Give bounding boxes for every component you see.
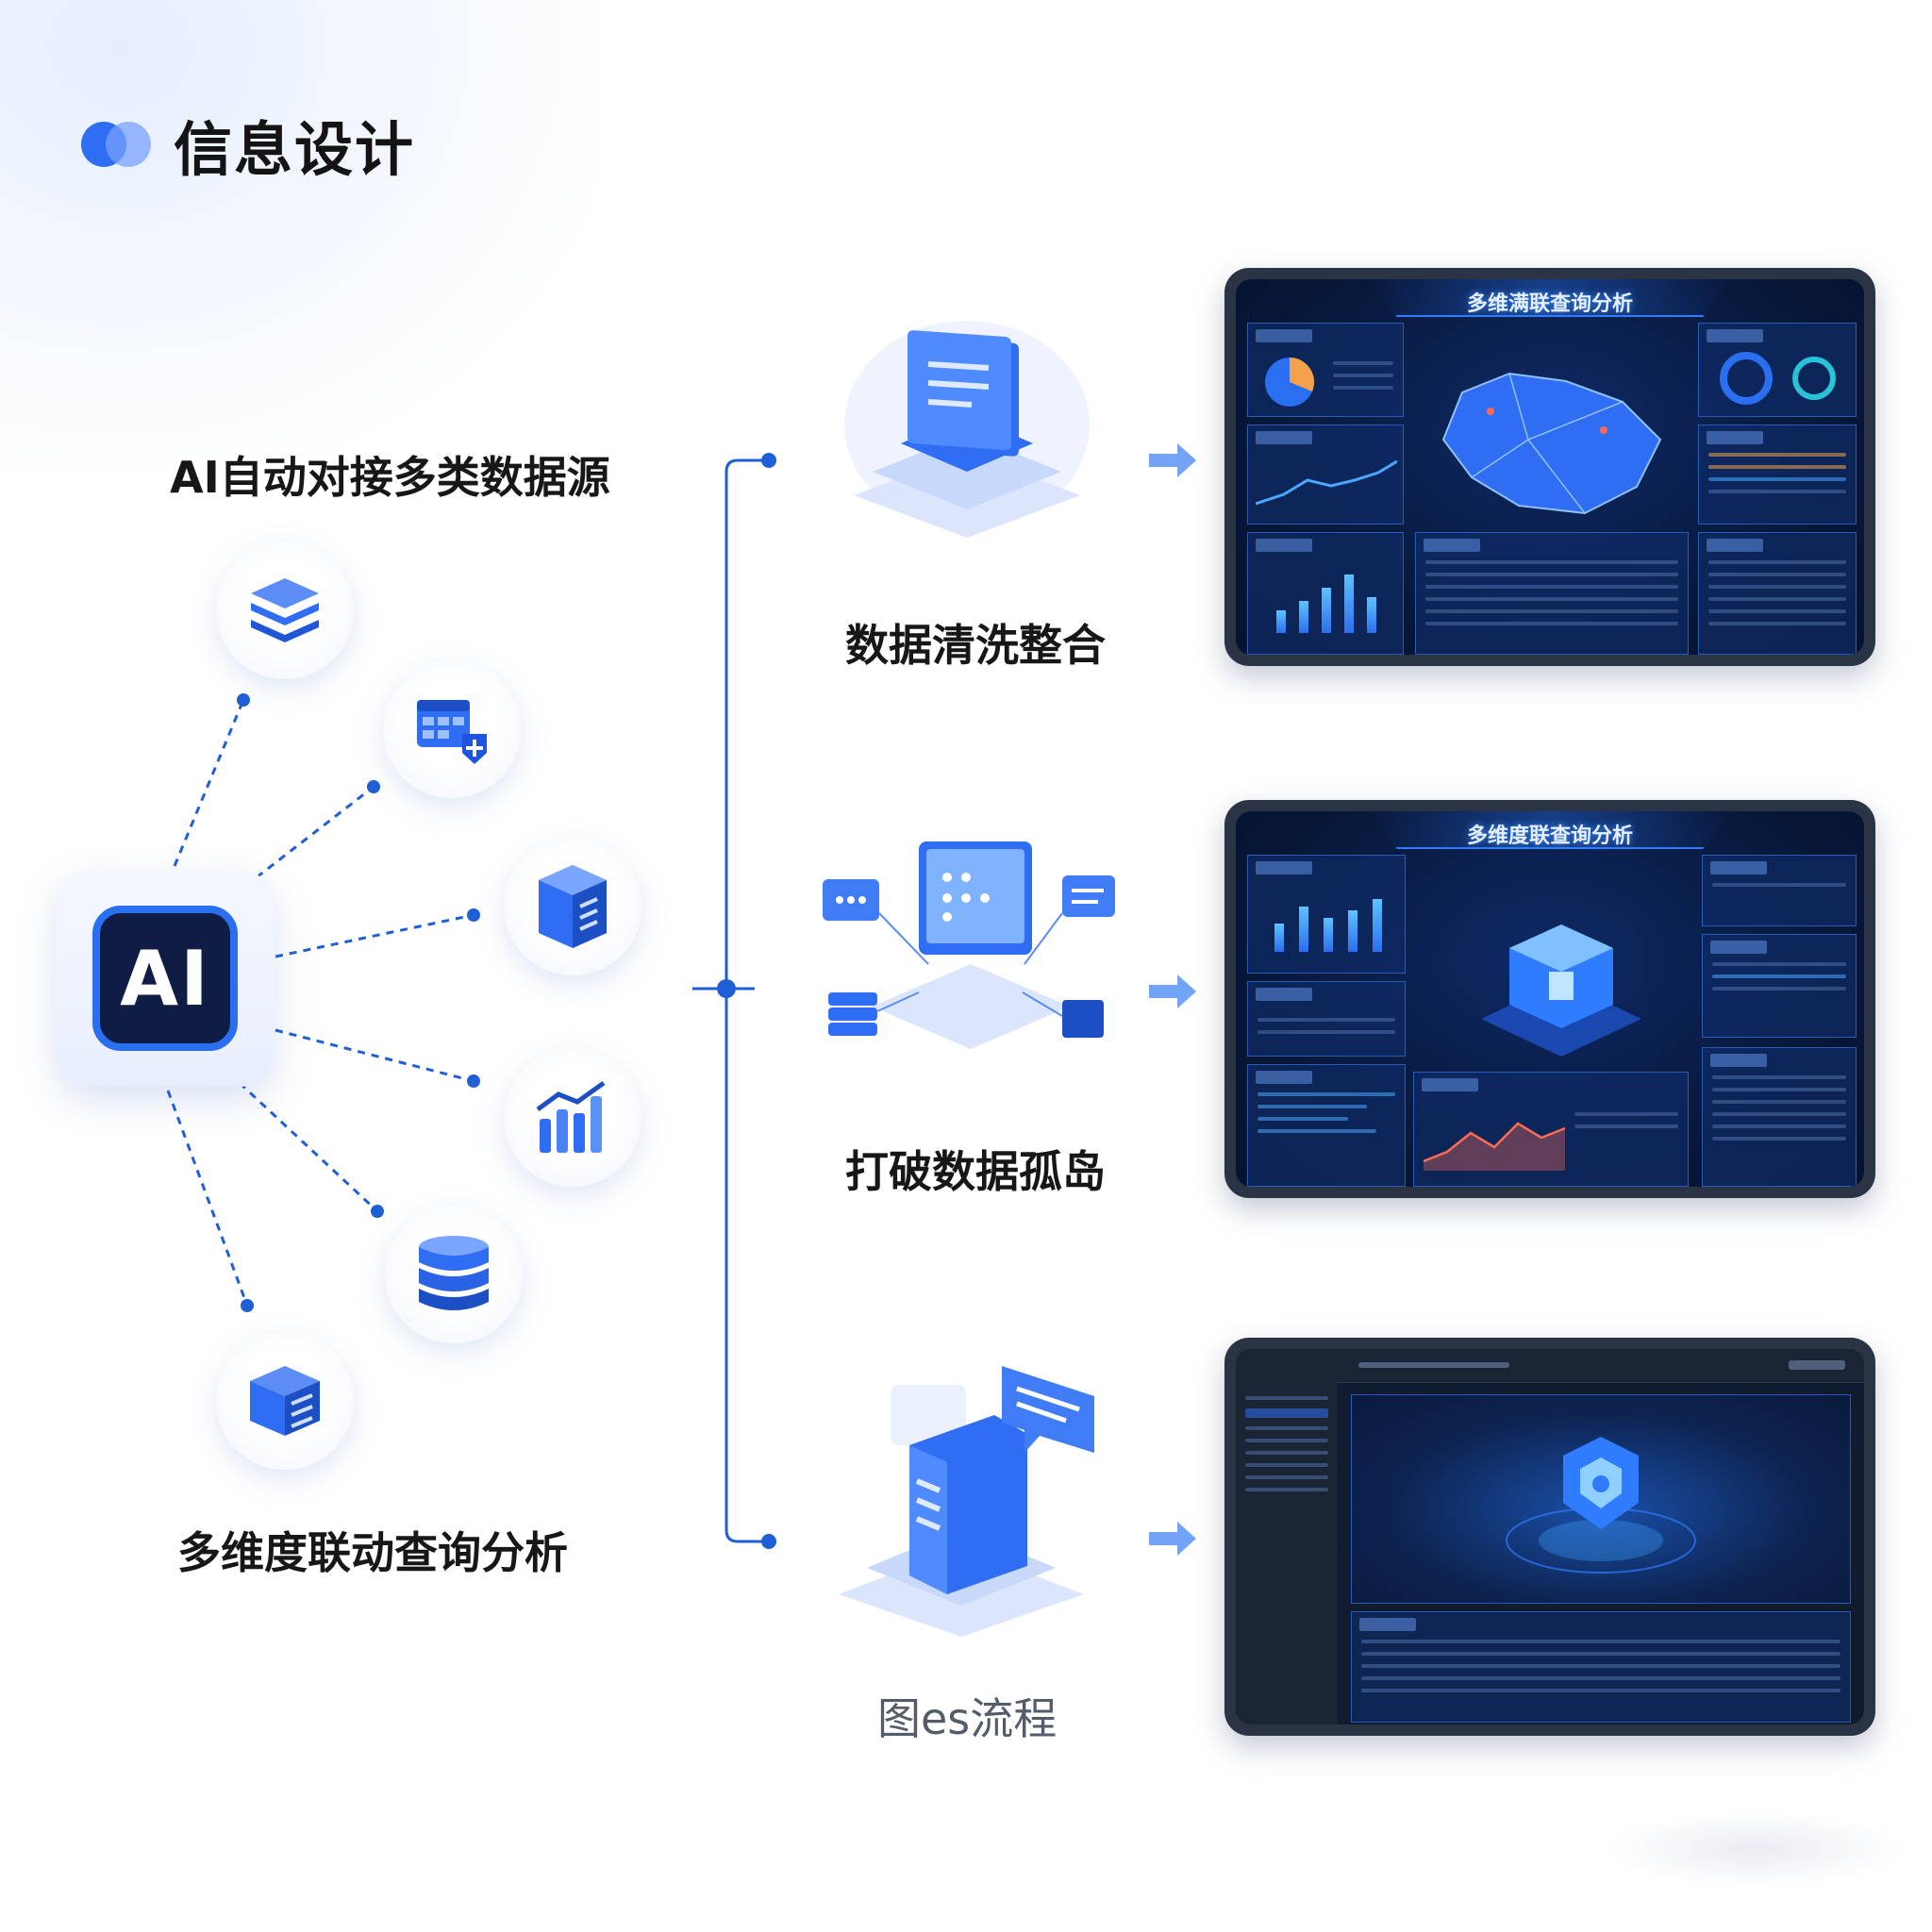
line-panel [1247, 425, 1404, 525]
stat-panel [1247, 981, 1406, 1057]
step-label-2: 打破数据孤岛 [845, 1146, 1106, 1197]
pie-panel [1247, 323, 1404, 417]
database-cylinder-icon [385, 1206, 523, 1343]
iso-core-graphic [1481, 924, 1641, 1057]
dashboard-1: 多维满联查询分析 [1224, 268, 1875, 666]
dashboard-1-title: 多维满联查询分析 [1466, 292, 1634, 316]
bar-panel-2 [1247, 855, 1406, 974]
bar-chart-trend-icon [504, 1049, 641, 1187]
title-circles-icon [81, 118, 153, 171]
database-stack-icon [216, 541, 354, 679]
alert-panel [1702, 855, 1857, 926]
server-rack-icon [216, 1332, 354, 1470]
page-title: 信息设计 [174, 115, 416, 184]
left-heading: AI自动对接多类数据源 [170, 452, 610, 503]
background-glow [0, 0, 604, 472]
left-footer: 多维度联动查询分析 [177, 1527, 568, 1578]
region-map [1441, 372, 1662, 515]
background-smudge [1604, 1811, 1906, 1887]
shield-core-icon [1506, 1437, 1696, 1574]
dashboard-2: 多维度联查询分析 [1224, 800, 1875, 1198]
list-panel-2 [1702, 1047, 1857, 1187]
ai-badge: AI [92, 906, 238, 1051]
ai-card: AI [57, 870, 274, 1087]
document-platform-icon [844, 321, 1090, 538]
table-panel [1415, 532, 1689, 655]
dashboard-3 [1224, 1338, 1875, 1736]
hbar-panel [1247, 1064, 1406, 1187]
progress-panel [1698, 425, 1857, 525]
area-panel [1413, 1072, 1689, 1187]
bar-panel [1247, 532, 1404, 655]
server-cube-icon [504, 838, 641, 975]
pie-chart-icon [1265, 358, 1314, 407]
gauge-panel [1698, 323, 1857, 417]
monitor-network-icon [823, 841, 1115, 1049]
hero-panel [1351, 1394, 1851, 1604]
list-panel [1698, 532, 1857, 655]
dashboard-2-title: 多维度联查询分析 [1466, 824, 1634, 848]
progress-panel-2 [1702, 934, 1857, 1038]
dashboard-3-sidebar [1236, 1349, 1338, 1724]
calendar-table-add-icon [383, 660, 521, 798]
page-header: 信息设计 [81, 102, 415, 187]
step-label-3: 图es流程 [877, 1693, 1058, 1744]
step-label-1: 数据清洗整合 [845, 620, 1106, 671]
server-chat-icon [839, 1366, 1094, 1637]
bottom-table-panel [1351, 1611, 1851, 1723]
